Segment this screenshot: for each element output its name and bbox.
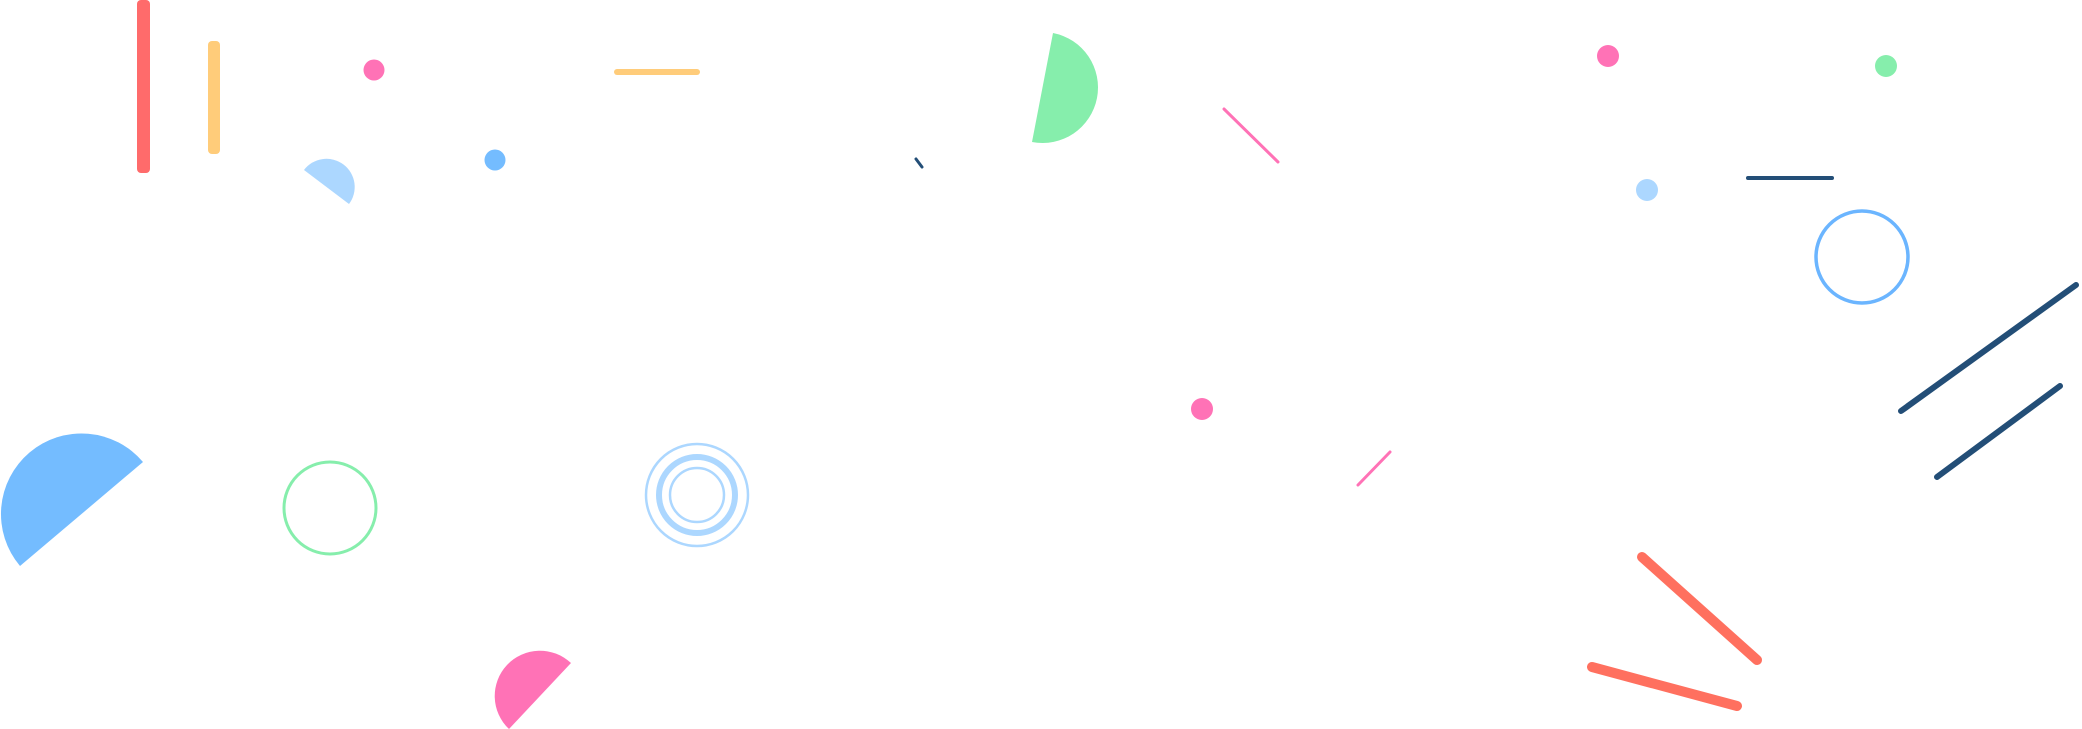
- green-ring: [282, 460, 378, 556]
- coral-diagonal-line: [1587, 662, 1742, 711]
- navy-short-line: [914, 157, 924, 169]
- middle-ring: [656, 454, 738, 536]
- outer-ring: [644, 442, 750, 548]
- navy-diagonal-line: [1934, 383, 2063, 480]
- green-dot: [1875, 55, 1897, 77]
- coral-diagonal-line: [1637, 552, 1762, 665]
- navy-long-diagonal-line: [1898, 282, 2079, 414]
- blue-half-circle: [0, 433, 143, 566]
- blue-ring: [1814, 209, 1910, 305]
- inner-ring: [668, 466, 726, 524]
- pink-short-diagonal-line: [1356, 450, 1392, 487]
- red-vertical-bar: [137, 0, 150, 173]
- concentric-rings: [644, 442, 750, 548]
- light-blue-half-circle: [304, 158, 355, 204]
- green-half-circle: [1032, 33, 1099, 144]
- pink-dot: [1597, 45, 1619, 67]
- pink-dot: [1191, 398, 1213, 420]
- yellow-vertical-bar: [208, 41, 220, 154]
- pink-dot: [363, 59, 385, 81]
- light-blue-dot: [1636, 179, 1658, 201]
- pink-diagonal-line: [1222, 107, 1280, 164]
- pink-half-circle: [494, 650, 571, 729]
- blue-dot: [484, 149, 506, 171]
